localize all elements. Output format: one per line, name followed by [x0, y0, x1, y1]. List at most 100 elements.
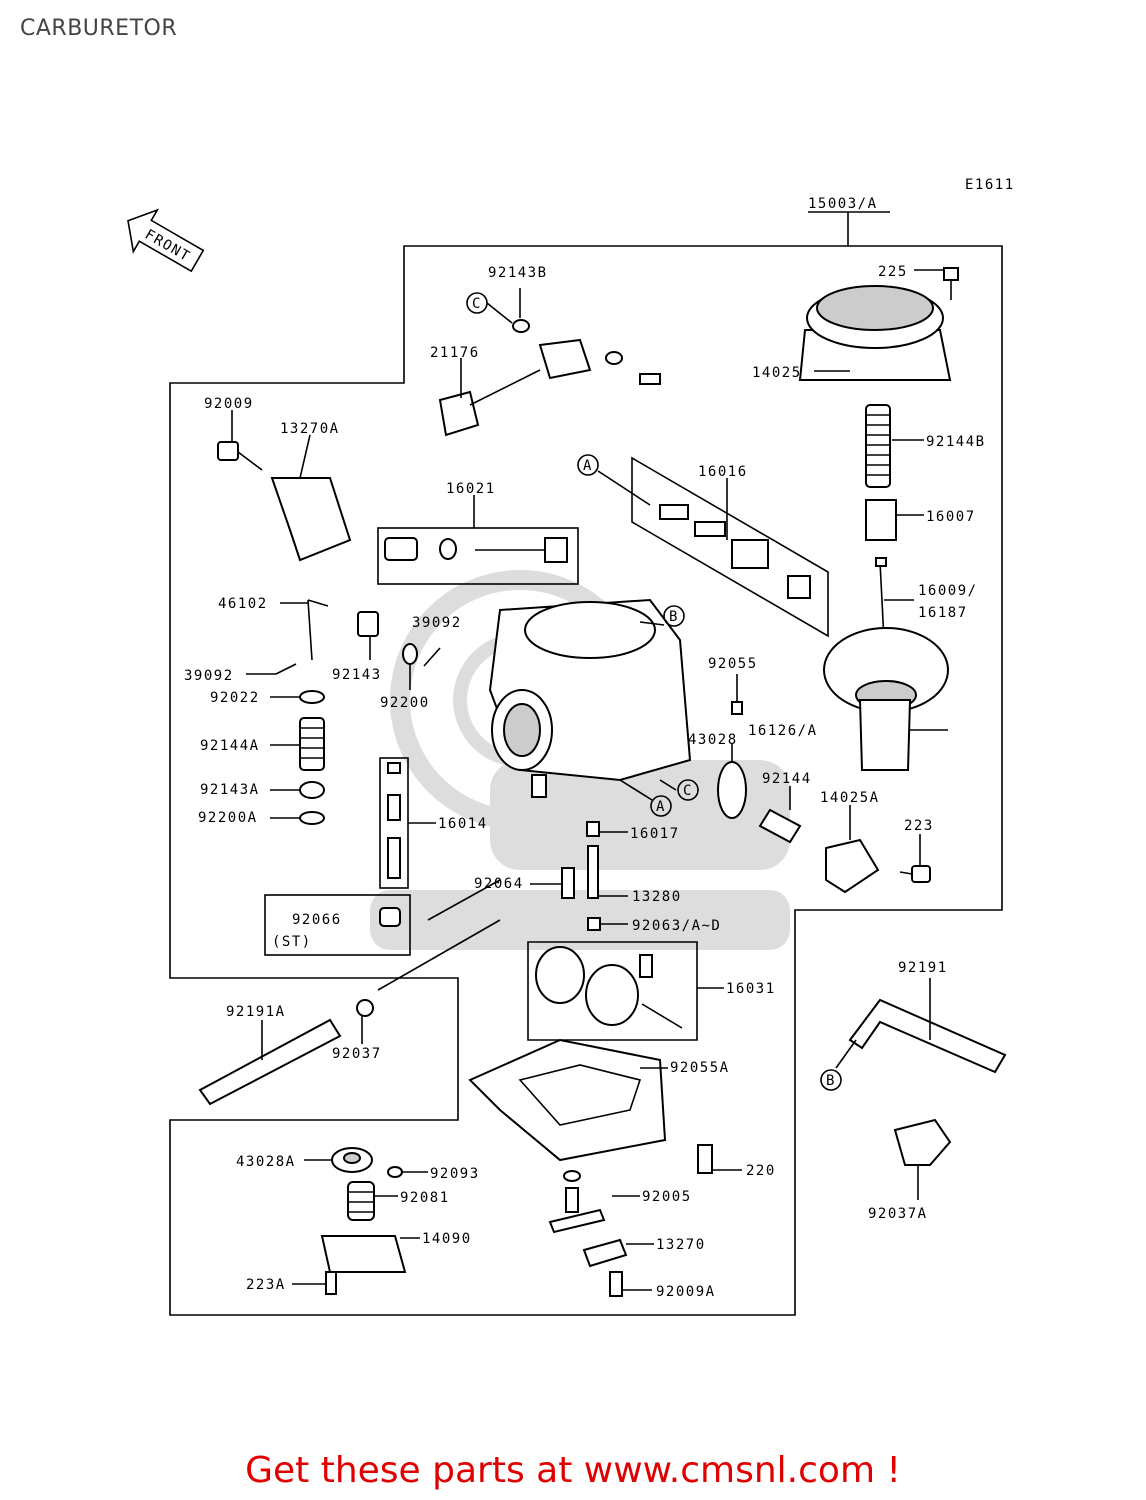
part-label: 16031	[726, 981, 776, 997]
spring-92144b-icon	[865, 404, 891, 488]
spring-92144-icon	[758, 808, 802, 844]
spring-92081-icon	[347, 1181, 375, 1221]
svg-text:C: C	[683, 783, 693, 799]
washer-92022-icon	[299, 690, 325, 704]
part-label: 16009/	[918, 583, 978, 599]
part-label: 92037	[332, 1046, 382, 1062]
front-label: FRONT	[142, 227, 193, 266]
svg-text:A: A	[583, 458, 593, 474]
part-label: 92037A	[868, 1206, 928, 1222]
screw-223-icon	[899, 865, 931, 883]
part-label: 39092	[412, 615, 462, 631]
box-16031	[527, 941, 698, 1041]
washer-92200a-icon	[299, 811, 325, 825]
part-label: 46102	[218, 596, 268, 612]
part-label: 92191A	[226, 1004, 286, 1020]
part-label: 223A	[246, 1277, 286, 1293]
part-label: (ST)	[272, 934, 312, 950]
part-label: 92009	[204, 396, 254, 412]
screw-92009a-icon	[609, 1271, 623, 1297]
part-label: 92200A	[198, 810, 258, 826]
svg-text:A: A	[656, 799, 666, 815]
carburetor-body-icon	[488, 598, 692, 798]
cover-14090-icon	[320, 1235, 407, 1273]
ref-marker-c-top: C	[466, 292, 488, 314]
part-label: 220	[746, 1163, 776, 1179]
collar-92143a-icon	[299, 781, 325, 799]
jet-16014-icon	[387, 762, 401, 879]
part-label: 43028A	[236, 1154, 296, 1170]
valve-43028a-icon	[331, 1147, 373, 1173]
leader-lines	[231, 269, 948, 1291]
part-label: 223	[904, 818, 934, 834]
part-label: 92022	[210, 690, 260, 706]
front-arrow-icon: FRONT	[127, 208, 205, 273]
ref-marker-a-body: A	[650, 795, 672, 817]
clip-92037a-icon	[893, 1118, 952, 1166]
diagram-code: E1611	[965, 177, 1015, 193]
assembly-outline	[169, 245, 1003, 1316]
svg-text:B: B	[669, 609, 679, 625]
valve-43028-icon	[717, 761, 747, 819]
screw-223a-icon	[325, 1271, 337, 1295]
oring-92005-icon	[563, 1170, 581, 1182]
jet-92063-icon	[587, 917, 601, 931]
collar-92143-icon	[357, 611, 379, 637]
part-label: 92144	[762, 771, 812, 787]
part-label: 13270A	[280, 421, 340, 437]
rod-46102-icon	[307, 599, 329, 661]
screw-225-icon	[943, 267, 959, 300]
part-label: 16021	[446, 481, 496, 497]
screw-small-icon	[639, 373, 661, 385]
float-16031-icon	[535, 946, 683, 1029]
ref-marker-c-body: C	[677, 779, 699, 801]
ref-marker-a-top: A	[577, 454, 599, 476]
ref-marker-b-hose: B	[820, 1069, 842, 1091]
screw-92064-icon	[561, 867, 575, 899]
spring-92144a-icon	[299, 717, 325, 771]
clamp-13270-icon	[582, 1238, 628, 1268]
ref-marker-b-body: B	[663, 605, 685, 627]
footer-promo-link[interactable]: Get these parts at www.cmsnl.com !	[245, 1450, 901, 1491]
part-label: 14025	[752, 365, 802, 381]
tee-fitting-icon	[548, 1187, 606, 1234]
part-label: 16016	[698, 464, 748, 480]
float-bowl-92055a-icon	[468, 1038, 667, 1162]
jet-92066-icon	[379, 907, 401, 927]
cover-14025-icon	[798, 285, 952, 381]
part-label: 43028	[688, 732, 738, 748]
part-label: 92009A	[656, 1284, 716, 1300]
part-label: 14090	[422, 1231, 472, 1247]
part-label: 92191	[898, 960, 948, 976]
part-label: 92055	[708, 656, 758, 672]
cap-92055-icon	[731, 701, 743, 715]
choke-21176-icon	[438, 338, 592, 437]
part-label: 16007	[926, 509, 976, 525]
part-label: 92143	[332, 667, 382, 683]
svg-text:C: C	[472, 296, 482, 312]
part-label: 13280	[632, 889, 682, 905]
part-label: 92064	[474, 876, 524, 892]
screw-92009-icon	[217, 441, 263, 471]
jet-16017-icon	[586, 821, 600, 837]
part-label: 92081	[400, 1190, 450, 1206]
part-label: 16187	[918, 605, 968, 621]
svg-text:B: B	[826, 1073, 836, 1089]
page-title: CARBURETOR	[20, 16, 178, 41]
part-label: 14025A	[820, 790, 880, 806]
pin-39092-icon	[275, 663, 297, 675]
parts-diagram: FRONT E1611	[127, 177, 1015, 1316]
part-label: 16126/A	[748, 723, 818, 739]
washer-92143b-icon	[512, 319, 530, 333]
clip-92037-icon	[356, 999, 374, 1017]
pin-39092b-icon	[423, 647, 441, 667]
jet-13280-icon	[587, 845, 599, 899]
part-label: 39092	[184, 668, 234, 684]
part-label: 225	[878, 264, 908, 280]
screw-220-icon	[697, 1144, 713, 1174]
part-label: 92093	[430, 1166, 480, 1182]
box-16021	[377, 527, 579, 585]
washer-92200-icon	[402, 643, 418, 665]
bracket-13270a-icon	[270, 477, 352, 562]
diaphragm-16126-icon	[823, 627, 949, 771]
